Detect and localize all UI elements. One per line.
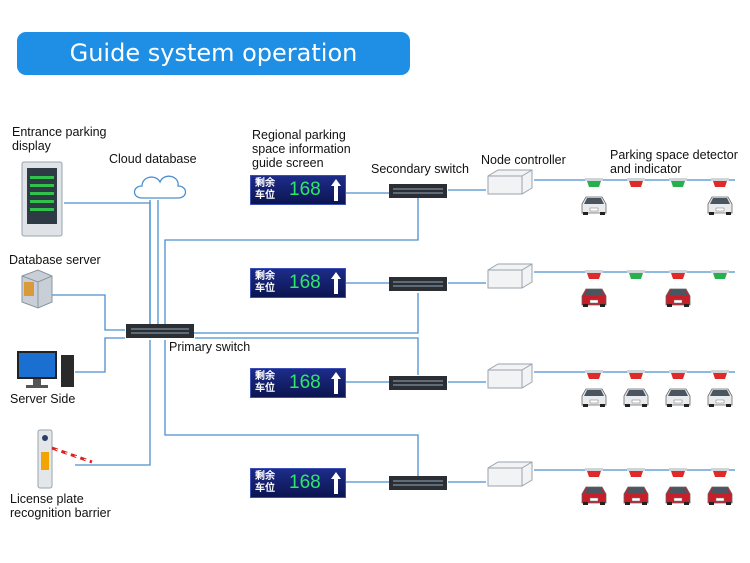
- primary-switch-label: Primary switch: [169, 340, 251, 354]
- desktop-computer-icon: [17, 351, 74, 388]
- entrance-display-icon: [21, 161, 63, 237]
- parking-sensor-icon: [627, 270, 645, 279]
- regional-screen-label: Regional parking space information guide…: [252, 128, 351, 170]
- parking-sensor-icon: [627, 468, 645, 477]
- parking-sensor-icon: [711, 468, 729, 477]
- parking-sensor-icon: [585, 468, 603, 477]
- up-arrow-icon: [331, 179, 341, 201]
- node-controller-icon: [487, 363, 533, 389]
- car-icon: [581, 196, 607, 215]
- car-icon: [581, 388, 607, 407]
- node-controller-icon: [487, 461, 533, 487]
- up-arrow-icon: [331, 272, 341, 294]
- parking-sensor-icon: [669, 468, 687, 477]
- parking-sensor-icon: [711, 370, 729, 379]
- guide-screen-4: 剩余车位 168: [250, 468, 346, 498]
- network-switch-icon: [389, 476, 447, 490]
- network-switch-icon: [126, 324, 194, 338]
- cloud-database-label: Cloud database: [109, 152, 197, 166]
- network-switch-icon: [389, 277, 447, 291]
- car-icon: [665, 388, 691, 407]
- car-icon: [707, 486, 733, 505]
- parking-sensor-icon: [585, 270, 603, 279]
- up-arrow-icon: [331, 372, 341, 394]
- license-plate-label: License plate recognition barrier: [10, 492, 111, 520]
- cloud-icon: [133, 175, 187, 199]
- up-arrow-icon: [331, 472, 341, 494]
- guide-screen-2: 剩余车位 168: [250, 268, 346, 298]
- database-server-label: Database server: [9, 253, 101, 267]
- car-icon: [707, 388, 733, 407]
- parking-sensor-icon: [711, 178, 729, 187]
- car-icon: [581, 288, 607, 307]
- database-server-icon: [21, 269, 53, 309]
- secondary-switch-label: Secondary switch: [371, 162, 469, 176]
- parking-sensor-icon: [711, 270, 729, 279]
- parking-sensor-icon: [627, 178, 645, 187]
- entrance-display-label: Entrance parking display: [12, 125, 107, 153]
- car-icon: [665, 288, 691, 307]
- network-switch-icon: [389, 184, 447, 198]
- parking-sensor-icon: [627, 370, 645, 379]
- parking-sensor-icon: [669, 270, 687, 279]
- network-switch-icon: [389, 376, 447, 390]
- parking-sensor-icon: [585, 178, 603, 187]
- parking-sensor-icon: [669, 178, 687, 187]
- server-side-label: Server Side: [10, 392, 76, 406]
- car-icon: [665, 486, 691, 505]
- barrier-gate-icon: [37, 429, 93, 489]
- parking-sensor-icon: [669, 370, 687, 379]
- node-controller-icon: [487, 263, 533, 289]
- node-controller-icon: [487, 169, 533, 195]
- car-icon: [581, 486, 607, 505]
- parking-sensor-icon: [585, 370, 603, 379]
- guide-screen-3: 剩余车位 168: [250, 368, 346, 398]
- detector-label: Parking space detector and indicator: [610, 148, 738, 176]
- car-icon: [707, 196, 733, 215]
- car-icon: [623, 388, 649, 407]
- page-title: Guide system operation principle: [17, 32, 410, 110]
- car-icon: [623, 486, 649, 505]
- node-controller-label: Node controller: [481, 153, 566, 167]
- guide-screen-1: 剩余车位 168: [250, 175, 346, 205]
